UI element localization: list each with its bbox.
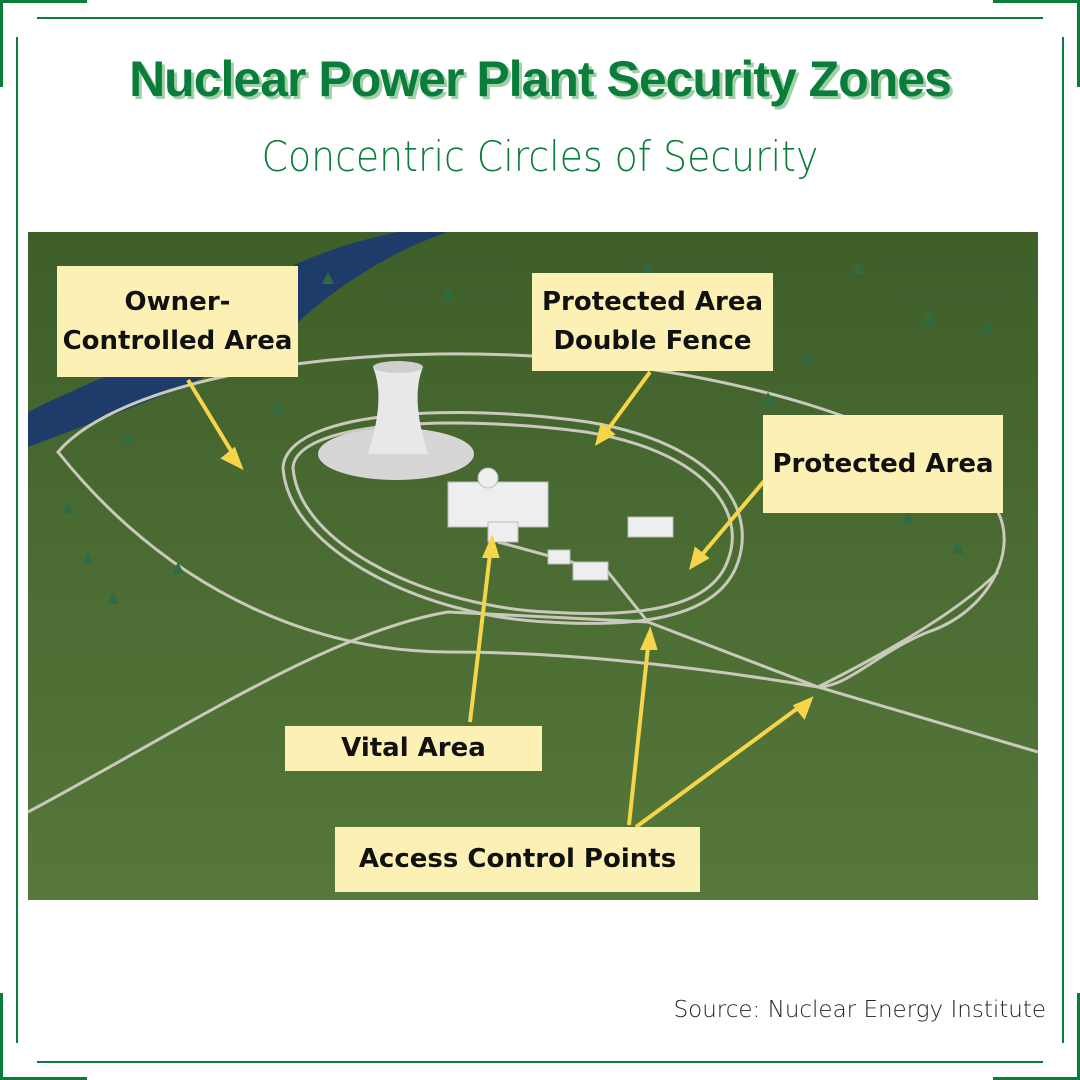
source-credit: Source: Nuclear Energy Institute (673, 997, 1046, 1023)
frame-corner-tr-h (993, 0, 1080, 3)
frame-corner-bl-v (0, 993, 3, 1080)
frame-corner-tl-h (0, 0, 87, 3)
plant-aerial-illustration (28, 232, 1038, 900)
label-protected-area: Protected Area (763, 415, 1003, 513)
cooling-tower-icon (368, 367, 428, 454)
access-road (28, 610, 1038, 814)
label-protected-area-double-fence: Protected Area Double Fence (532, 273, 773, 371)
frame-line-bottom (37, 1061, 1043, 1063)
frame-corner-tr-v (1077, 0, 1080, 87)
frame-line-left (16, 37, 18, 1043)
page-title: Nuclear Power Plant Security Zones (129, 51, 952, 107)
frame-line-right (1062, 37, 1064, 1043)
protected-area-fence-outer (281, 411, 744, 625)
frame-corner-br-h (993, 1077, 1080, 1080)
owner-controlled-perimeter (56, 352, 1006, 689)
frame-corner-br-v (1077, 993, 1080, 1080)
page-subtitle: Concentric Circles of Security (261, 132, 819, 181)
label-vital-area: Vital Area (285, 726, 542, 771)
label-access-control-points: Access Control Points (335, 827, 700, 892)
plant-buildings (447, 467, 674, 581)
protected-area-fence-inner (291, 421, 734, 616)
frame-corner-tl-v (0, 0, 3, 87)
frame-corner-bl-h (0, 1077, 87, 1080)
arrows (186, 370, 814, 829)
label-owner-controlled-area: Owner- Controlled Area (57, 266, 298, 377)
frame-line-top (37, 17, 1043, 19)
